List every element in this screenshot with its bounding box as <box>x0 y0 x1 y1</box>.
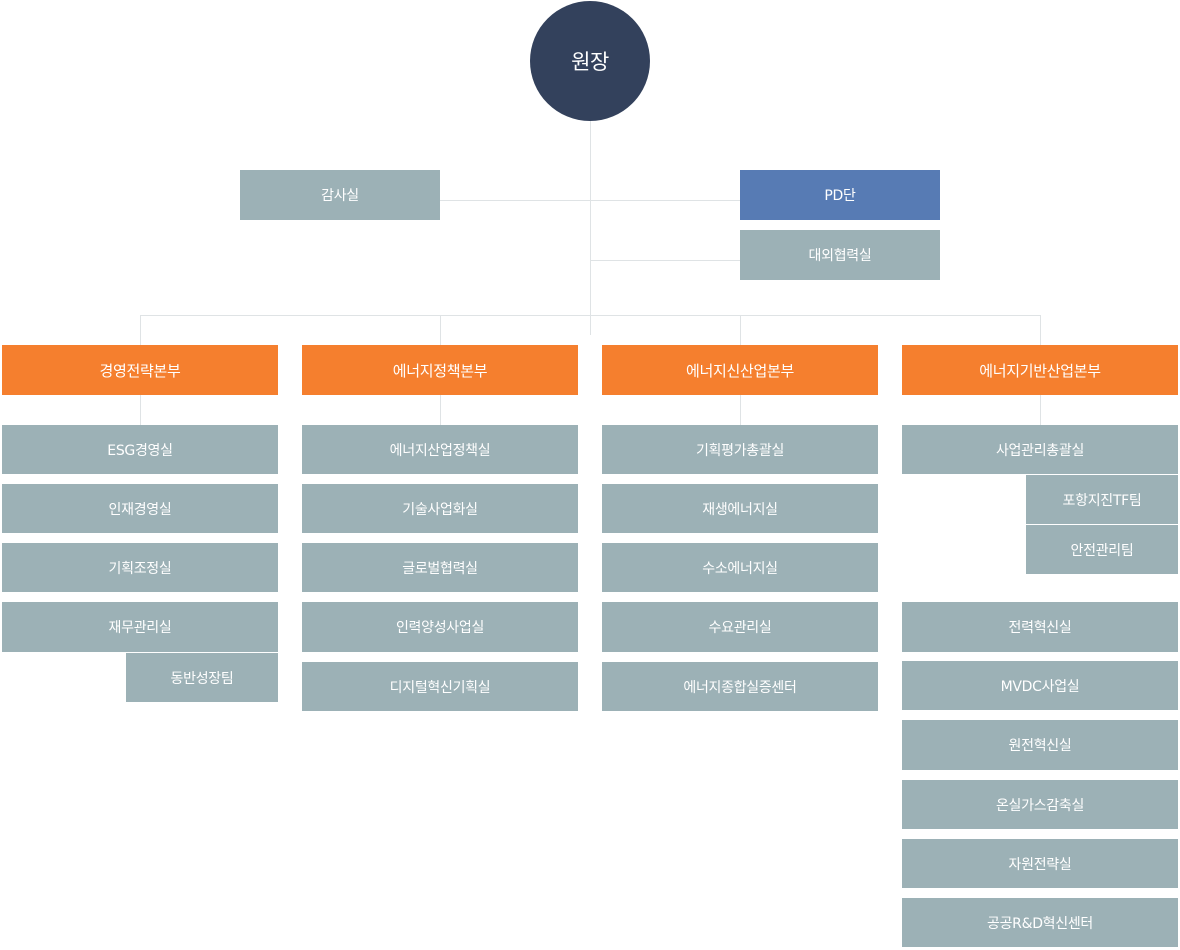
unit-box[interactable]: 인재경영실 <box>2 484 278 533</box>
connector-hq-2 <box>440 315 441 345</box>
connector-staff-row <box>440 200 740 201</box>
unit-box[interactable]: 인력양성사업실 <box>302 602 578 652</box>
connector-trunk <box>590 121 591 335</box>
unit-box[interactable]: 디지털혁신기획실 <box>302 662 578 711</box>
unit-box[interactable]: 재생에너지실 <box>602 484 878 533</box>
connector-units-4 <box>1040 395 1041 425</box>
connector-hq-row <box>140 315 1041 316</box>
audit-office[interactable]: 감사실 <box>240 170 440 220</box>
unit-box[interactable]: 기획평가총괄실 <box>602 425 878 474</box>
unit-box[interactable]: 공공R&D혁신센터 <box>902 898 1178 947</box>
sub-team-box[interactable]: 안전관리팀 <box>1026 524 1178 574</box>
hq-energy-base-industry[interactable]: 에너지기반산업본부 <box>902 345 1178 395</box>
unit-box[interactable]: 자원전략실 <box>902 839 1178 888</box>
unit-box[interactable]: 온실가스감축실 <box>902 780 1178 829</box>
hq-energy-policy[interactable]: 에너지정책본부 <box>302 345 578 395</box>
connector-units-3 <box>740 395 741 425</box>
connector-units-2 <box>440 395 441 425</box>
unit-box[interactable]: 에너지산업정책실 <box>302 425 578 474</box>
unit-box[interactable]: 수소에너지실 <box>602 543 878 592</box>
sub-team-box[interactable]: 동반성장팀 <box>126 652 278 702</box>
unit-box[interactable]: 기획조정실 <box>2 543 278 592</box>
unit-box[interactable]: 원전혁신실 <box>902 720 1178 770</box>
hq-management-strategy[interactable]: 경영전략본부 <box>2 345 278 395</box>
unit-box[interactable]: ESG경영실 <box>2 425 278 474</box>
connector-units-1 <box>140 395 141 425</box>
connector-external <box>590 260 740 261</box>
pd-group[interactable]: PD단 <box>740 170 940 220</box>
unit-box[interactable]: 수요관리실 <box>602 602 878 652</box>
unit-box[interactable]: MVDC사업실 <box>902 661 1178 710</box>
hq-new-energy-industry[interactable]: 에너지신산업본부 <box>602 345 878 395</box>
connector-hq-4 <box>1040 315 1041 345</box>
unit-box[interactable]: 기술사업화실 <box>302 484 578 533</box>
unit-box[interactable]: 재무관리실 <box>2 602 278 652</box>
unit-box[interactable]: 사업관리총괄실 <box>902 425 1178 474</box>
connector-hq-3 <box>740 315 741 345</box>
unit-box[interactable]: 글로벌협력실 <box>302 543 578 592</box>
sub-team-box[interactable]: 포항지진TF팀 <box>1026 474 1178 524</box>
unit-box[interactable]: 전력혁신실 <box>902 602 1178 652</box>
director-node[interactable]: 원장 <box>530 1 650 121</box>
connector-hq-1 <box>140 315 141 345</box>
external-cooperation-office[interactable]: 대외협력실 <box>740 230 940 280</box>
unit-box[interactable]: 에너지종합실증센터 <box>602 662 878 711</box>
